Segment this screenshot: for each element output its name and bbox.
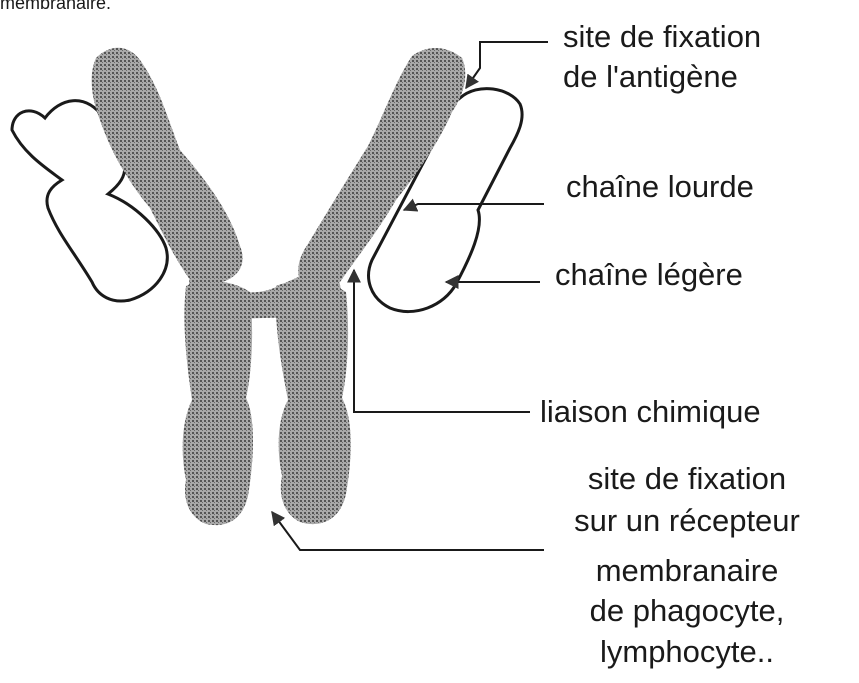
label-receptor-site-line3: membranaire [552,552,822,590]
arrow-antigen-site [466,42,548,88]
label-receptor-site-line4: de phagocyte, [552,592,822,630]
label-chemical-bond: liaison chimique [540,393,761,431]
label-heavy-chain: chaîne lourde [566,168,754,206]
label-receptor-site-line5: lymphocyte.. [552,633,822,671]
label-antigen-site-line2: de l'antigène [563,58,738,96]
top-cut-text: membranaire. [0,0,111,14]
label-antigen-site-line1: site de fixation [563,18,761,56]
label-light-chain: chaîne légère [555,256,743,294]
label-receptor-site-line2: sur un récepteur [552,502,822,540]
label-receptor-site-line1: site de fixation [552,460,822,498]
